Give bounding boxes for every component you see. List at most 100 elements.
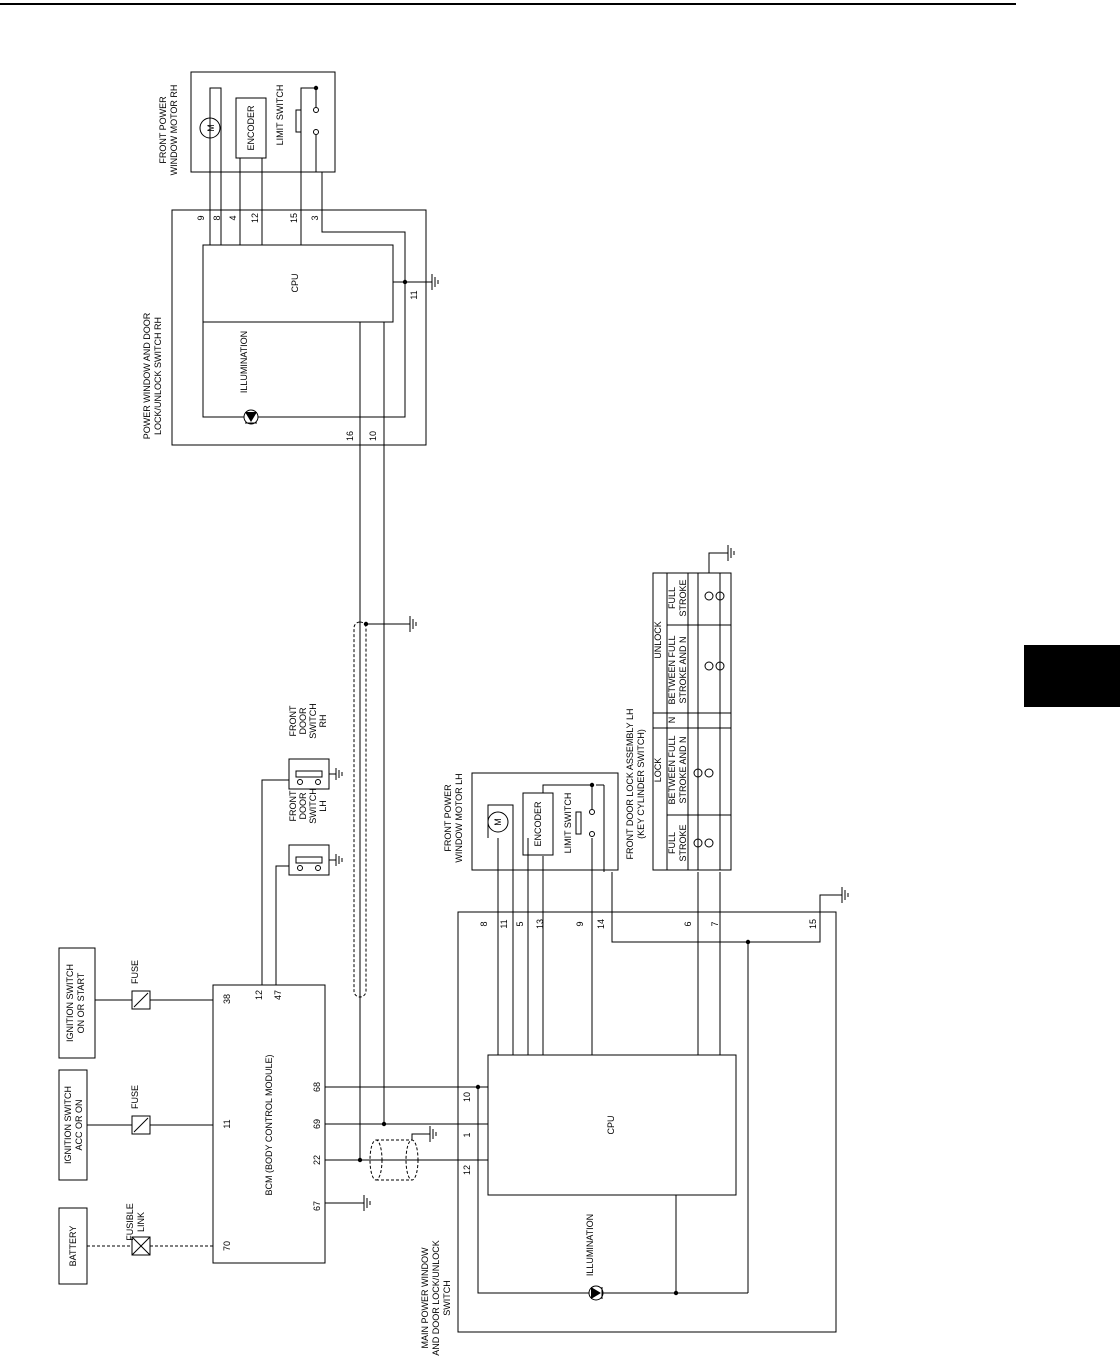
rh-pin: 11 — [409, 290, 419, 299]
main-power-window-switch: CPU MAIN POWER WINDOW AND DOOR LOCK/UNLO… — [420, 911, 837, 1356]
front-door-switch-lh: FRONT DOOR SWITCH LH — [288, 788, 343, 876]
svg-text:RH: RH — [318, 715, 328, 728]
svg-text:BCM (BODY CONTROL MODULE): BCM (BODY CONTROL MODULE) — [264, 1054, 274, 1195]
svg-text:WINDOW MOTOR RH: WINDOW MOTOR RH — [169, 85, 179, 176]
rh-pin: 8 — [212, 215, 222, 220]
svg-text:LH: LH — [318, 800, 328, 812]
rh-pin: 16 — [345, 431, 355, 441]
bcm-pin: 69 — [312, 1119, 322, 1129]
fuse-start: FUSE — [95, 960, 213, 1010]
svg-text:SWITCH: SWITCH — [308, 703, 318, 739]
svg-text:ENCODER: ENCODER — [246, 105, 256, 151]
rh-pin: 3 — [310, 215, 320, 220]
svg-text:ON OR START: ON OR START — [76, 972, 86, 1033]
svg-text:FULL: FULL — [667, 832, 677, 854]
main-pin: 9 — [575, 921, 585, 926]
bcm-pin: 12 — [254, 990, 264, 1000]
front-door-lock-assembly-lh: FRONT DOOR LOCK ASSEMBLY LH (KEY CYLINDE… — [625, 572, 732, 871]
svg-text:MAIN POWER WINDOW: MAIN POWER WINDOW — [420, 1247, 430, 1348]
svg-text:N: N — [667, 717, 677, 724]
bcm-pin: 67 — [312, 1201, 322, 1211]
bcm-pin: 70 — [222, 1241, 232, 1251]
main-cpu — [487, 1054, 737, 1196]
rh-pin: 10 — [368, 431, 378, 441]
wire-bcm-47 — [275, 865, 289, 985]
svg-text:CPU: CPU — [606, 1115, 616, 1134]
svg-text:BETWEEN FULL: BETWEEN FULL — [667, 735, 677, 804]
motor-icon — [199, 117, 221, 139]
main-pin: 10 — [462, 1092, 472, 1102]
main-pin: 7 — [710, 921, 720, 926]
svg-text:FRONT POWER: FRONT POWER — [443, 784, 453, 852]
main-pin: 5 — [515, 921, 525, 926]
svg-text:ILLUMINATION: ILLUMINATION — [585, 1214, 595, 1276]
ground-icon — [366, 616, 417, 632]
svg-text:IGNITION SWITCH: IGNITION SWITCH — [63, 1086, 73, 1164]
svg-text:FRONT: FRONT — [288, 705, 298, 736]
rh-cpu — [202, 244, 394, 323]
svg-text:FRONT: FRONT — [288, 790, 298, 821]
svg-text:M: M — [493, 818, 503, 826]
motor-icon — [487, 811, 509, 833]
svg-text:M: M — [206, 124, 216, 132]
svg-text:LOCK: LOCK — [653, 758, 663, 783]
svg-text:BETWEEN FULL: BETWEEN FULL — [667, 635, 677, 704]
ground-icon — [611, 872, 849, 943]
bcm: BCM (BODY CONTROL MODULE) 70 67 22 69 68… — [212, 984, 326, 1264]
front-door-switch-rh: FRONT DOOR SWITCH RH — [288, 703, 343, 790]
fusible-link: FUSIBLE LINK — [87, 1203, 213, 1256]
ignition-switch-acc: IGNITION SWITCH ACC OR ON — [58, 1069, 88, 1181]
battery: BATTERY — [58, 1207, 88, 1285]
svg-text:ILLUMINATION: ILLUMINATION — [239, 331, 249, 393]
svg-text:STROKE AND N: STROKE AND N — [678, 736, 688, 803]
main-pin: 14 — [596, 919, 606, 929]
shield — [353, 621, 367, 998]
rh-pin: 9 — [196, 215, 206, 220]
rh-pin: 15 — [289, 213, 299, 223]
main-pin: 8 — [479, 921, 489, 926]
main-pin: 1 — [462, 1132, 472, 1137]
ground-icon — [431, 274, 439, 290]
main-pin: 13 — [535, 919, 545, 929]
svg-text:DOOR: DOOR — [298, 707, 308, 735]
svg-text:LIMIT SWITCH: LIMIT SWITCH — [563, 793, 573, 854]
svg-text:STROKE: STROKE — [678, 579, 688, 616]
svg-text:SWITCH: SWITCH — [442, 1280, 452, 1316]
svg-text:ENCODER: ENCODER — [533, 801, 543, 847]
bcm-pin: 68 — [312, 1082, 322, 1092]
bcm-pin: 38 — [222, 994, 232, 1004]
ground-icon — [411, 1126, 437, 1142]
svg-text:LIMIT SWITCH: LIMIT SWITCH — [275, 85, 285, 146]
main-pin: 6 — [683, 921, 693, 926]
ignition-switch-start: IGNITION SWITCH ON OR START — [58, 947, 96, 1059]
svg-text:POWER WINDOW AND DOOR: POWER WINDOW AND DOOR — [142, 312, 152, 439]
svg-text:FUSE: FUSE — [130, 960, 140, 984]
front-power-window-motor-lh: FRONT POWER WINDOW MOTOR LH M ENCODER LI… — [443, 772, 619, 872]
svg-text:FUSIBLE: FUSIBLE — [125, 1203, 135, 1241]
svg-text:WINDOW MOTOR LH: WINDOW MOTOR LH — [454, 773, 464, 862]
rh-pin: 12 — [250, 213, 260, 223]
main-pin: 15 — [808, 919, 818, 929]
ground-icon — [325, 1195, 371, 1211]
fuse-acc: FUSE — [87, 1085, 213, 1135]
svg-text:DOOR: DOOR — [298, 792, 308, 820]
ground-icon — [708, 545, 735, 573]
bcm-pin: 47 — [273, 990, 283, 1000]
svg-text:FRONT POWER: FRONT POWER — [158, 96, 168, 164]
svg-text:UNLOCK: UNLOCK — [653, 621, 663, 659]
svg-text:IGNITION SWITCH: IGNITION SWITCH — [65, 964, 75, 1042]
svg-text:(KEY CYLINDER SWITCH): (KEY CYLINDER SWITCH) — [636, 729, 646, 839]
main-pin: 11 — [499, 919, 509, 928]
svg-text:FUSE: FUSE — [130, 1085, 140, 1109]
section-tab — [1024, 645, 1120, 707]
bcm-pin: 22 — [312, 1155, 322, 1165]
svg-text:LOCK/UNLOCK SWITCH RH: LOCK/UNLOCK SWITCH RH — [153, 317, 163, 435]
svg-text:BATTERY: BATTERY — [68, 1226, 78, 1267]
svg-text:LINK: LINK — [136, 1212, 146, 1232]
wire-bcm-12 — [261, 779, 289, 985]
bcm-pin: 11 — [222, 1119, 232, 1128]
front-power-window-motor-rh: FRONT POWER WINDOW MOTOR RH M ENCODER LI… — [158, 71, 336, 176]
svg-text:ACC OR ON: ACC OR ON — [74, 1099, 84, 1150]
svg-text:STROKE AND N: STROKE AND N — [678, 636, 688, 703]
